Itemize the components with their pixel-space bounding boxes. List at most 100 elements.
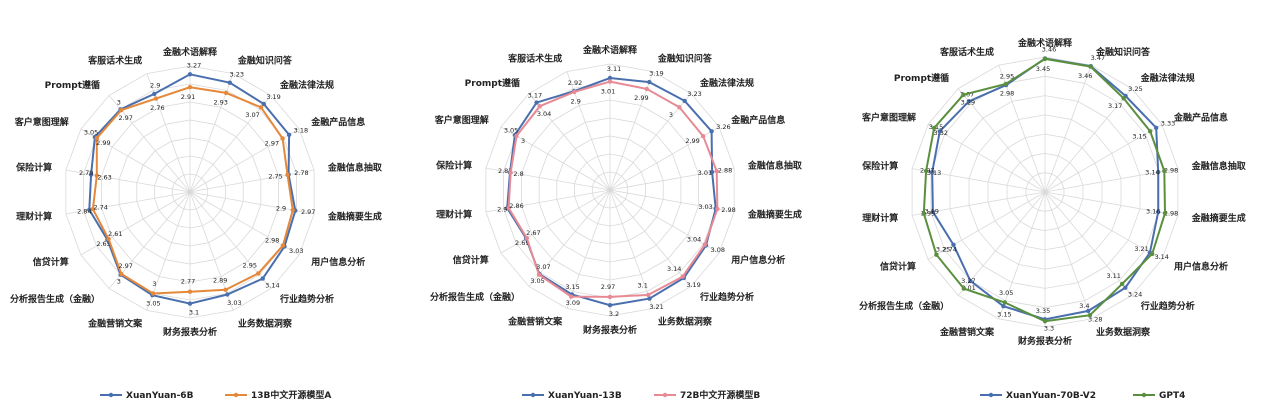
axis-spoke (80, 191, 191, 256)
data-point (1119, 281, 1125, 287)
data-label: 3 (521, 137, 525, 145)
category-label: 行业趋势分析 (1140, 300, 1195, 312)
category-label: 理财计算 (16, 210, 52, 222)
data-label: 2.95 (243, 262, 257, 270)
axis-spoke (1044, 168, 1178, 193)
data-point (923, 168, 929, 174)
data-label: 3.14 (265, 282, 279, 290)
data-point (930, 169, 935, 175)
data-label: 3.25 (936, 246, 950, 254)
category-label: 金融摘要生成 (1191, 212, 1246, 224)
data-label: 3.47 (1091, 54, 1105, 62)
radar-chart-3: 3.463.473.253.332.982.983.143.243.283.33… (859, 37, 1247, 401)
axis-spoke (1044, 191, 1133, 296)
category-label: 业务数据洞察 (238, 318, 293, 330)
category-label: 客户意图理解 (434, 114, 489, 126)
legend-label: XuanYuan-13B (548, 391, 622, 401)
data-point (607, 303, 613, 308)
data-point (187, 72, 193, 77)
axis-spoke (609, 189, 735, 213)
category-label: 分析报告生成（金融） (10, 293, 100, 305)
category-label: 金融产品信息 (1173, 112, 1228, 124)
data-label: 3.15 (997, 311, 1011, 319)
data-label: 2.79 (79, 169, 93, 177)
data-label: 2.98 (1000, 89, 1014, 97)
data-label: 3.17 (1108, 102, 1122, 110)
data-point (968, 278, 973, 284)
data-label: 3.05 (504, 127, 518, 135)
data-label: 2.99 (96, 139, 110, 147)
data-label: 3.07 (536, 263, 550, 271)
data-point (153, 96, 159, 101)
legend-marker (988, 392, 994, 398)
axis-spoke (609, 126, 720, 191)
axis-spoke (957, 88, 1046, 193)
axis-spoke (927, 124, 1046, 193)
category-label: 用户信息分析 (730, 254, 785, 266)
legend-entry-2: 13B中文开源模型A (225, 389, 331, 401)
data-label: 2.89 (213, 276, 227, 284)
data-label: 3.19 (649, 70, 663, 78)
data-point (534, 100, 539, 105)
category-label: 财务报表分析 (1017, 335, 1072, 347)
data-label: 3 (117, 278, 121, 286)
category-label: 金融知识问答 (1095, 46, 1151, 58)
category-label: 客服话术生成 (507, 52, 562, 64)
data-label: 3.14 (1154, 253, 1168, 261)
legend-entry-1: XuanYuan-6B (100, 391, 194, 401)
data-label: 2.69 (515, 239, 529, 247)
data-label: 3.33 (1161, 119, 1175, 127)
data-point (930, 209, 936, 214)
data-label: 3.14 (667, 265, 681, 273)
data-point (569, 294, 574, 299)
legend-marker (530, 392, 536, 398)
legend-label: 72B中文开源模型B (680, 389, 760, 401)
category-label: 财务报表分析 (162, 326, 217, 338)
data-label: 3.21 (1134, 245, 1148, 253)
data-label: 2.97 (118, 114, 132, 122)
data-point (966, 99, 972, 104)
data-label: 3.24 (1128, 291, 1142, 299)
data-label: 3.14 (1145, 169, 1159, 177)
data-label: 3.16 (1146, 207, 1160, 215)
category-label: 金融营销文案 (507, 316, 563, 328)
data-point (714, 169, 719, 174)
data-point (187, 85, 193, 90)
data-label: 3.01 (698, 169, 712, 177)
category-label: 信贷计算 (33, 256, 69, 268)
legend-marker (662, 392, 668, 398)
data-point (1087, 313, 1093, 318)
data-label: 3.23 (230, 70, 244, 78)
data-point (1001, 304, 1006, 309)
legend-label: XuanYuan-6B (126, 391, 194, 401)
data-label: 3.19 (686, 281, 700, 289)
data-point (90, 206, 96, 212)
data-label: 3.11 (607, 65, 621, 73)
legend-marker (108, 392, 114, 398)
data-point (934, 252, 939, 257)
data-point (951, 242, 956, 247)
data-label: 3.27 (187, 61, 201, 69)
data-label: 2.63 (97, 173, 111, 181)
data-label: 3.03 (289, 247, 303, 255)
data-label: 2.98 (1164, 167, 1178, 175)
category-label: 金融信息抽取 (327, 162, 383, 174)
data-point (646, 292, 651, 298)
data-point (260, 276, 265, 281)
data-point (921, 211, 926, 216)
data-point (680, 274, 685, 279)
axis-spoke (1044, 64, 1092, 193)
data-point (227, 80, 232, 85)
axis-spoke (566, 189, 611, 309)
data-label: 2.91 (181, 93, 195, 101)
category-label: 保险计算 (15, 162, 52, 174)
data-label: 2.75 (268, 173, 282, 181)
data-label: 3.03 (227, 299, 241, 307)
data-point (286, 132, 292, 137)
data-label: 2.98 (1164, 210, 1178, 218)
data-label: 2.95 (921, 209, 935, 217)
data-label: 3.2 (609, 310, 619, 318)
category-label: 行业趋势分析 (699, 291, 754, 303)
data-point (258, 105, 264, 110)
legend-entry-1: XuanYuan-13B (522, 391, 622, 401)
